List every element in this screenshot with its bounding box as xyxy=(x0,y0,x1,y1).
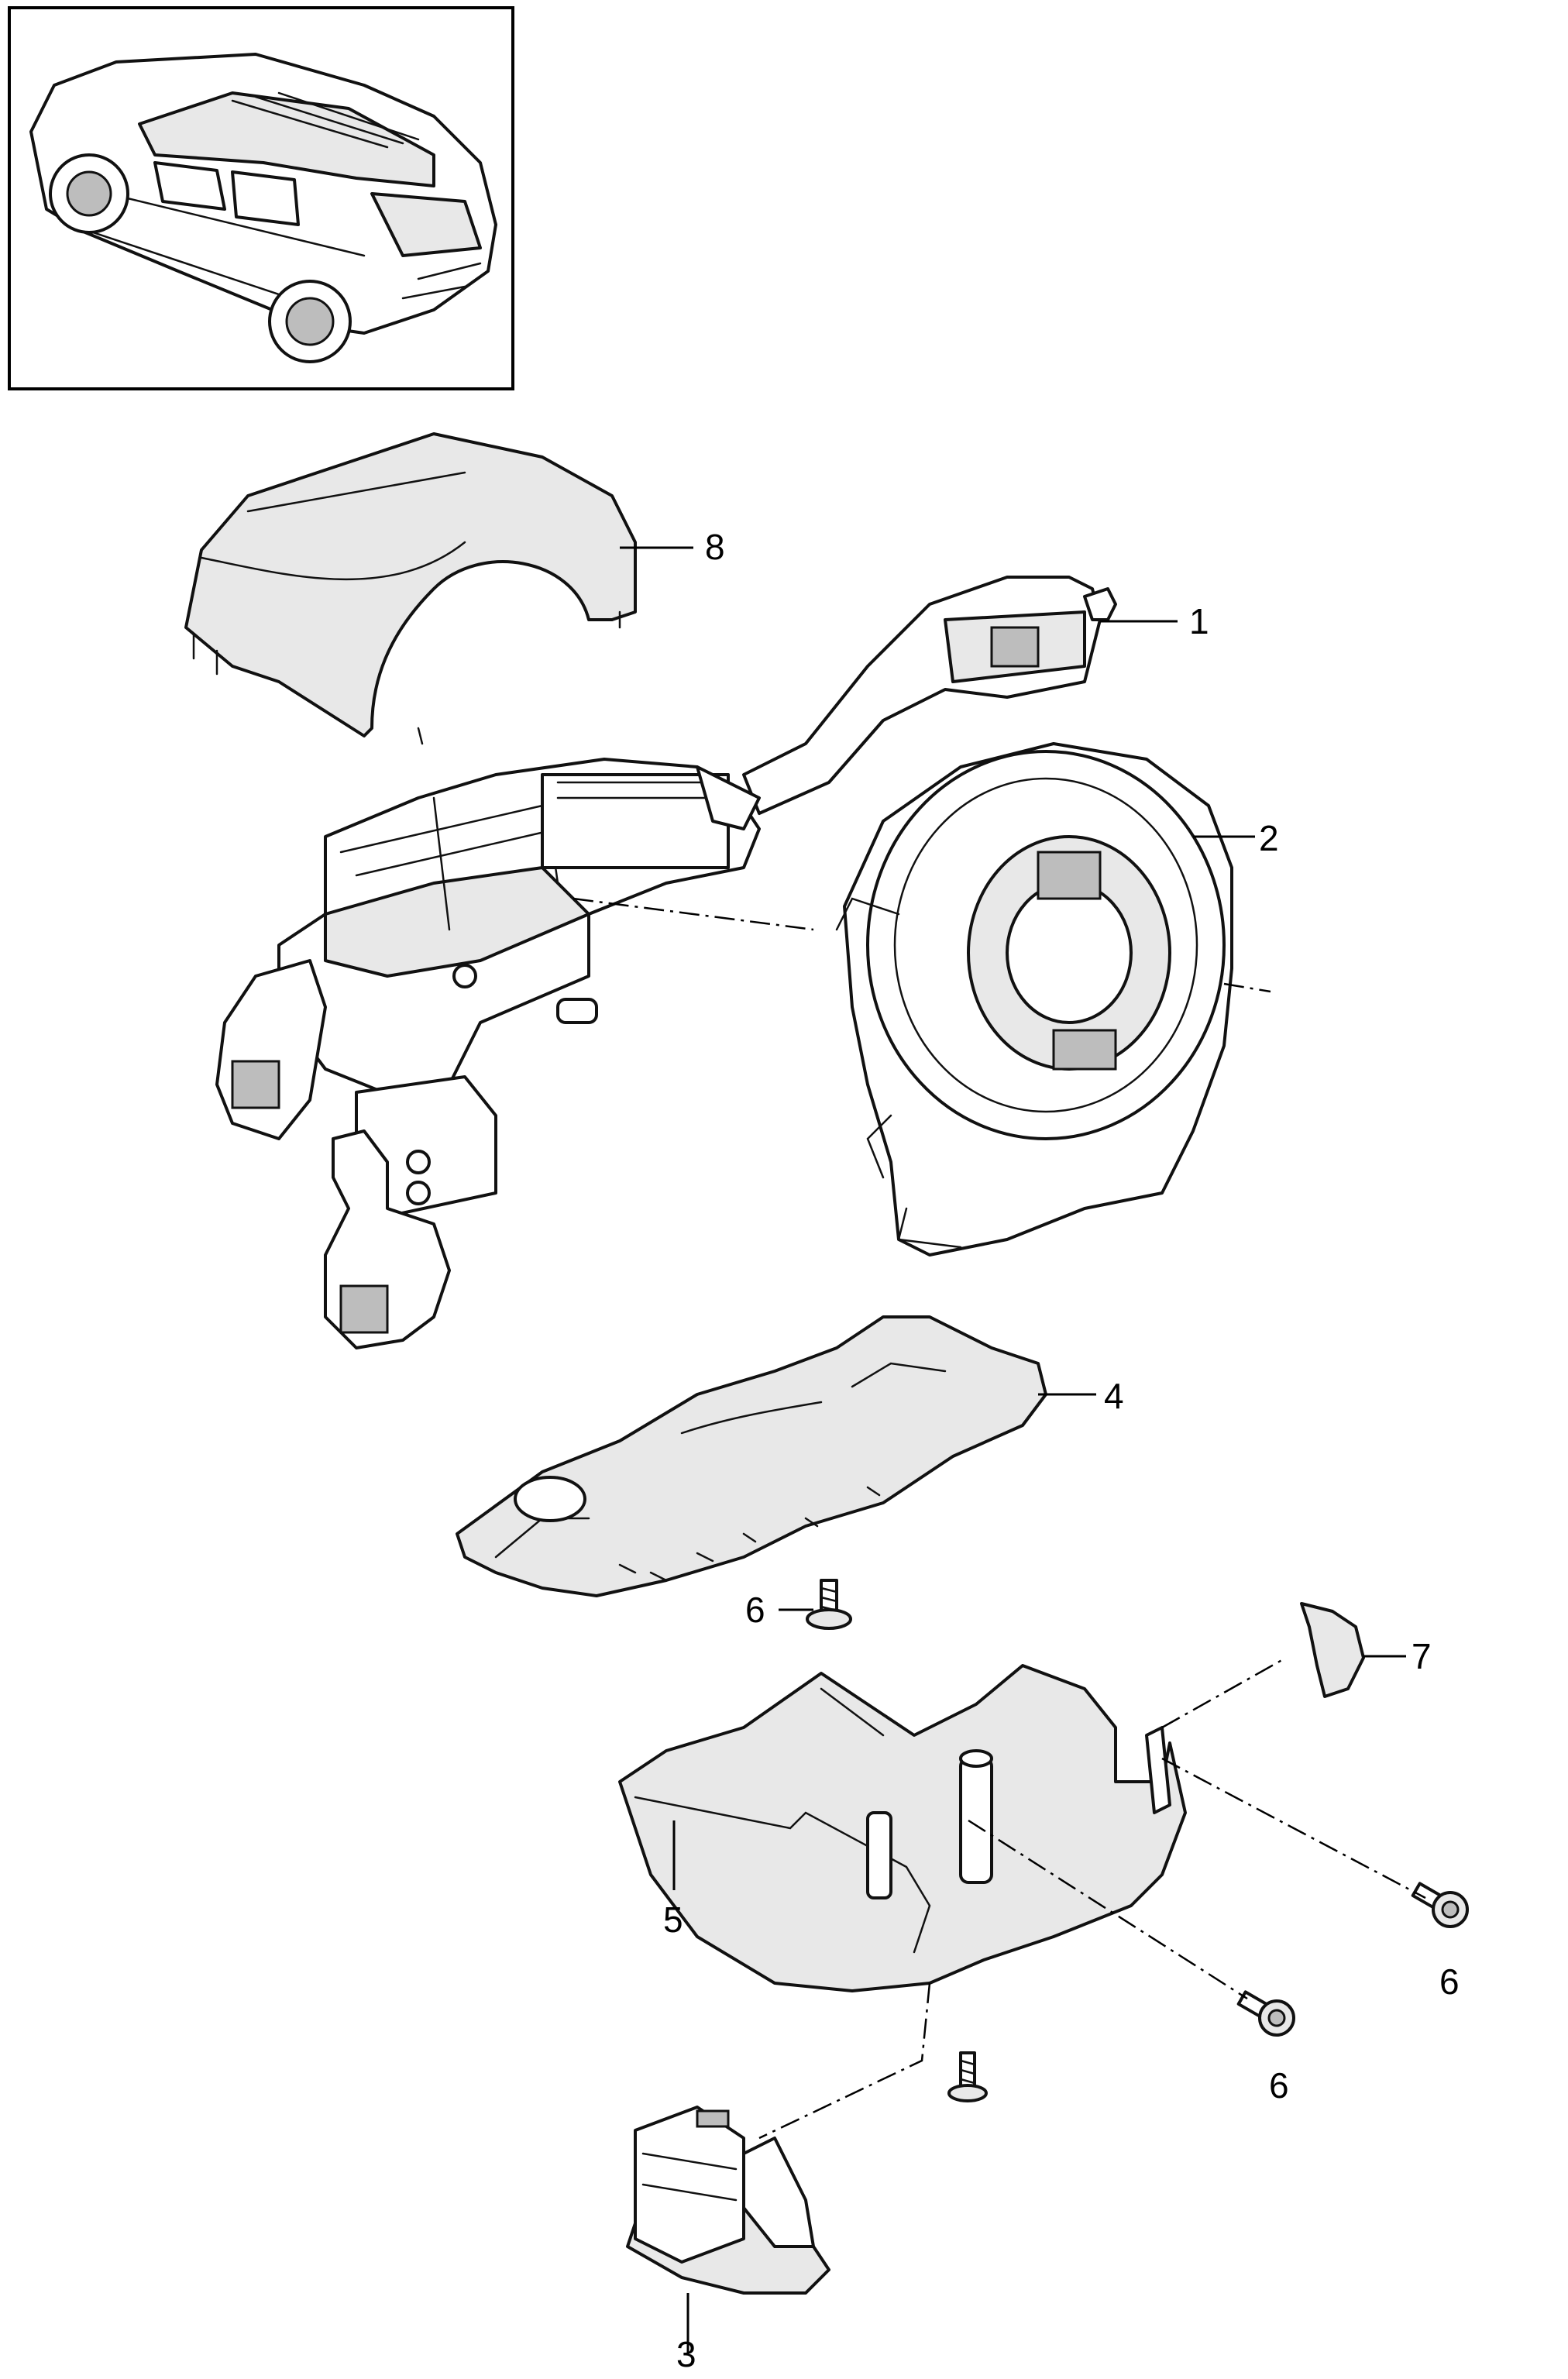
callouts: 8 1 2 4 6 7 5 6 6 3 xyxy=(663,527,1460,2374)
assembly-lines xyxy=(573,897,1426,2140)
callout-1: 1 xyxy=(1189,601,1209,641)
screw-unlabeled xyxy=(947,2051,988,2102)
front-wheel xyxy=(49,153,129,234)
callout-2: 2 xyxy=(1259,818,1279,858)
callout-4: 4 xyxy=(1104,1376,1124,1416)
callout-8: 8 xyxy=(705,527,725,567)
callout-7: 7 xyxy=(1412,1636,1432,1676)
screw-6a xyxy=(806,1579,852,1630)
callout-6c: 6 xyxy=(1269,2065,1289,2106)
rear-wheel xyxy=(268,280,352,363)
callout-3: 3 xyxy=(676,2334,696,2374)
part-3-switch-module xyxy=(626,2106,830,2295)
callout-6a: 6 xyxy=(745,1590,765,1630)
part-5-lower-trim-cover xyxy=(618,1664,1187,1992)
part-1-combination-switch xyxy=(215,576,1117,1349)
callout-6b: 6 xyxy=(1439,1961,1460,2002)
part-2-clock-spring xyxy=(835,742,1233,1257)
part-8-upper-trim-cover xyxy=(184,432,637,745)
vehicle-thumbnail xyxy=(8,6,514,390)
part-4-column-bracket xyxy=(456,1315,1047,1597)
callout-5: 5 xyxy=(663,1899,683,1940)
part-7-trim-clip xyxy=(1300,1602,1365,1698)
screw-6b xyxy=(1411,1882,1469,1928)
leader-lines xyxy=(620,546,1406,2355)
vehicle-illustration xyxy=(29,53,497,363)
